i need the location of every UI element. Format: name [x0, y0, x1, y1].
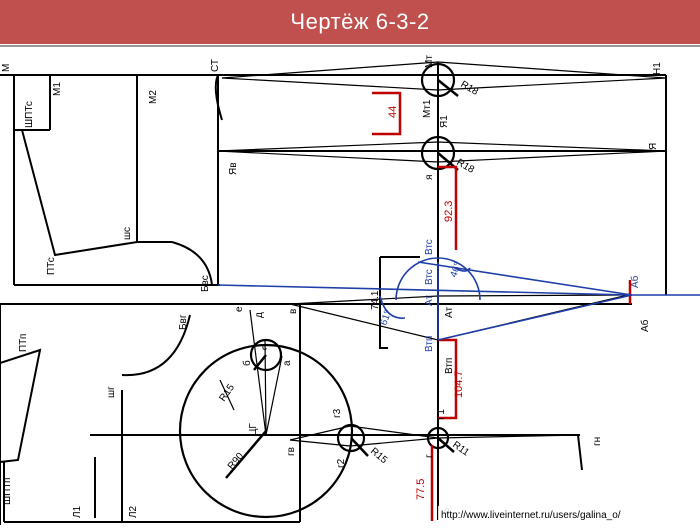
label-Vts2: Втс: [424, 269, 435, 285]
dim-77-5: 77.5: [415, 479, 427, 500]
dim-104-7: 104.7: [453, 370, 465, 398]
dim-92-3: 92.3: [443, 201, 455, 222]
label-L2: Л2: [128, 505, 139, 518]
label-Vtp2: Втп: [444, 358, 455, 374]
pattern-svg: М М1 М2 ШПТс ПТс шс СТ Яв Бвс Мт Мт1 Я1 …: [0, 45, 700, 525]
label-s: с: [262, 342, 267, 353]
label-PTs: ПТс: [46, 257, 57, 275]
label-G1: Г1: [436, 409, 447, 420]
label-e: е: [234, 306, 245, 312]
label-Yav: Яв: [228, 162, 239, 175]
title-bar: Чертёж 6-3-2: [0, 0, 700, 44]
dim-74-1: 74.1: [370, 290, 381, 310]
label-Ab2: Аб: [639, 319, 651, 332]
label-M2: М2: [148, 90, 159, 104]
label-PTp: ПТп: [18, 334, 29, 352]
label-Mt: Мт: [424, 55, 435, 68]
label-angle-46: 46°: [448, 261, 464, 279]
label-TsG: ЦГ: [248, 423, 259, 436]
label-At2: Ат: [444, 307, 455, 318]
label-ya: я: [424, 175, 435, 180]
label-shs: шс: [122, 227, 133, 240]
label-R18a: R18: [459, 79, 481, 98]
construction-circles: [178, 62, 456, 519]
dimension-labels: 44 92.3 74.1 104.7 77.5: [370, 106, 465, 500]
label-Vtp: Втп: [424, 336, 435, 352]
label-ShPTp: ШПТп: [2, 478, 13, 505]
label-R15b: R15: [368, 446, 389, 467]
label-Ya: Я: [648, 143, 659, 150]
label-R90: R90: [226, 450, 247, 471]
label-b: б: [241, 360, 253, 366]
label-g3: г3: [332, 408, 343, 418]
label-Vts: Втс: [424, 239, 435, 255]
angle-labels: 46° 61°: [378, 261, 464, 327]
label-R15a: R15: [217, 382, 237, 404]
label-Mt1: Мт1: [422, 99, 433, 118]
label-v: в: [288, 309, 299, 314]
label-shg: шг: [106, 386, 117, 398]
page-title: Чертёж 6-3-2: [290, 9, 430, 34]
label-gv: гв: [286, 447, 297, 456]
label-At: Ат: [424, 295, 435, 306]
label-a: а: [282, 360, 293, 366]
watermark-text: http://www.liveinternet.ru/users/galina_…: [441, 510, 621, 521]
blue-lines: [217, 257, 700, 341]
dim-44: 44: [387, 106, 399, 118]
point-labels: М М1 М2 ШПТс ПТс шс СТ Яв Бвс Мт Мт1 Я1 …: [1, 55, 663, 518]
label-Ab: Аб: [629, 275, 641, 288]
label-g: г: [424, 454, 435, 458]
pattern-drawing: М М1 М2 ШПТс ПТс шс СТ Яв Бвс Мт Мт1 Я1 …: [0, 44, 700, 525]
label-gn: гн: [592, 437, 603, 446]
label-M: М: [1, 64, 12, 72]
label-g2: г2: [336, 458, 347, 468]
label-ST: СТ: [210, 59, 221, 72]
label-Ya1: Я1: [439, 115, 450, 128]
label-M1: М1: [52, 82, 63, 96]
label-L1: Л1: [72, 505, 83, 518]
label-angle-61: 61°: [378, 309, 394, 327]
label-ShPTs: ШПТс: [24, 101, 35, 128]
label-d: д: [254, 312, 265, 318]
label-Bvs: Бвс: [200, 275, 211, 292]
red-dimensions: [372, 91, 632, 521]
label-H1: Н1: [652, 62, 663, 75]
label-Bvg: Бвг: [178, 314, 189, 330]
label-R11: R11: [450, 439, 471, 458]
